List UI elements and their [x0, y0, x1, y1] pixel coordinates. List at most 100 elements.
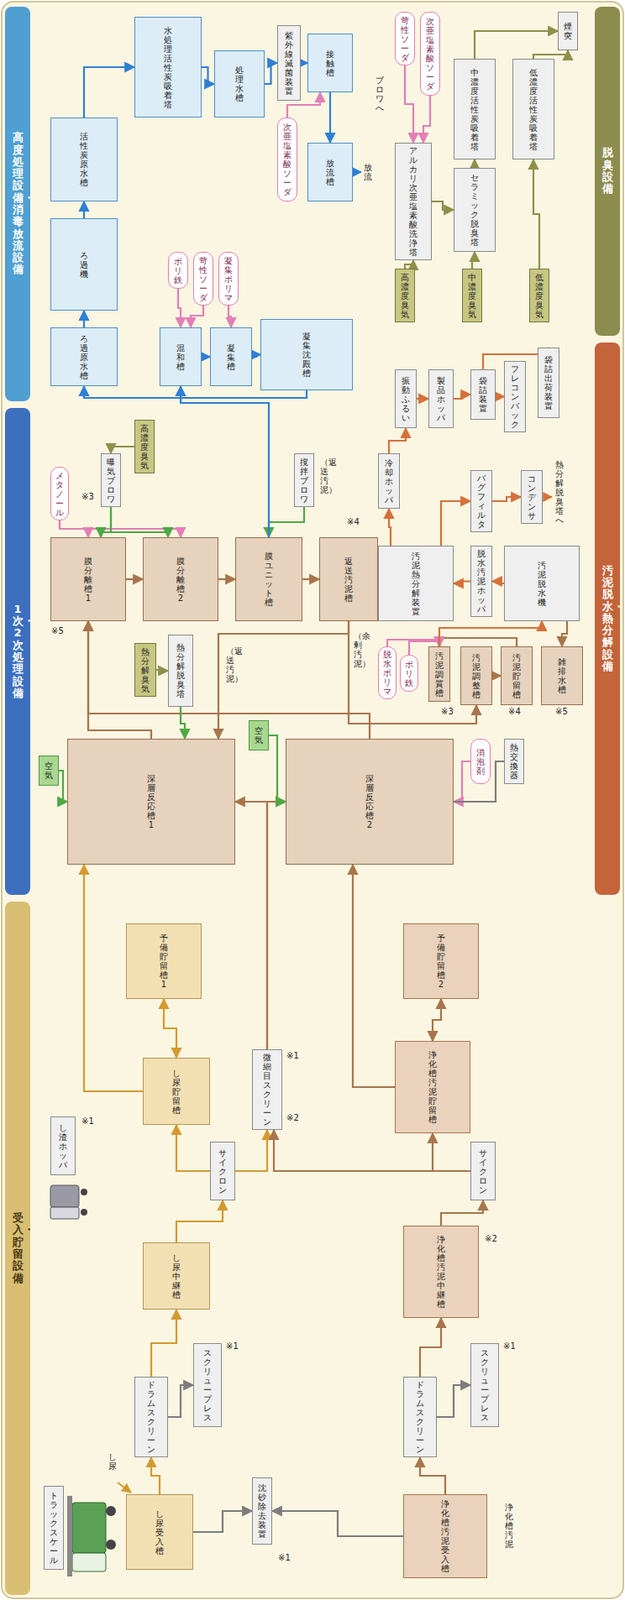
node-label: 膜分離槽2 — [176, 556, 185, 604]
node-label: 曝気ブロワ — [106, 457, 116, 505]
equipment-box: 熱交換器 — [504, 739, 525, 785]
node-label: 中濃度活性炭吸着塔 — [470, 68, 479, 152]
callout-number: ※1 — [277, 1554, 292, 1564]
flow-line — [151, 1458, 160, 1496]
equipment-box: 曝気ブロワ — [100, 453, 121, 508]
flow-line — [190, 305, 204, 328]
flow-line — [252, 355, 261, 358]
flow-line — [110, 446, 135, 454]
tank: し尿受入槽 — [126, 1495, 194, 1571]
flow-line — [533, 159, 540, 269]
tank: 活性炭原水槽 — [50, 117, 118, 202]
flow-line — [492, 582, 505, 585]
equipment-box: し渣ホッパ — [50, 1117, 76, 1177]
tank: 深層反応槽2 — [285, 739, 454, 866]
tank: 凝集沈殿槽 — [260, 319, 353, 391]
node-label: 接触槽 — [325, 49, 335, 78]
callout-number: ※3 — [440, 707, 455, 717]
node-label: 汚泥脱水機 — [537, 561, 547, 608]
flow-note: （余剰汚泥） — [352, 631, 363, 669]
node-label: し渣ホッパ — [58, 1123, 68, 1171]
equipment-box: 中濃度活性炭吸着塔 — [453, 58, 496, 160]
tank: ろ過機 — [50, 218, 118, 311]
node-label: 汚泥調整槽 — [472, 653, 481, 700]
node-label: 製品ホッパ — [436, 376, 446, 423]
node-label: 消泡剤 — [476, 748, 485, 777]
tank: 汚泥調質槽 — [428, 646, 451, 703]
node-label: コンデンサ — [527, 474, 536, 521]
flow-line — [420, 1318, 442, 1378]
flow-line — [439, 638, 517, 647]
node-label: メタノール — [55, 471, 64, 518]
node-label: 高度処理設備・消毒放流設備 — [12, 131, 24, 277]
node-label: 煙突 — [563, 21, 573, 41]
equipment-box: 熱分解脱臭塔 — [168, 635, 194, 708]
equipment-box: 汚泥熱分解装置 — [378, 546, 454, 622]
equipment-box: スクリュープレス — [470, 1344, 499, 1429]
flow-line — [436, 1386, 471, 1419]
node-label: トラックスケール — [49, 1491, 58, 1566]
flow-line — [264, 63, 278, 85]
equipment-box: ドラムスクリーン — [134, 1377, 169, 1459]
node-label: セラミック脱臭塔 — [470, 173, 479, 247]
equipment-box: サイクロン — [470, 1142, 496, 1202]
flow-line — [156, 670, 169, 672]
node-label: 空気 — [44, 761, 53, 781]
tank: 深層反応槽1 — [67, 739, 236, 866]
flow-line — [267, 802, 286, 1051]
tank: ろ過原水槽 — [50, 327, 118, 387]
flow-line — [561, 621, 568, 647]
tank: 予備貯留槽2 — [403, 924, 479, 1000]
chemical-pill: 脱水ポリマ — [378, 646, 397, 700]
flow-line — [193, 1512, 253, 1534]
node-label: 沈砂除去装置 — [257, 1484, 267, 1540]
node-label: 高濃度臭気 — [140, 424, 149, 471]
node-label: 苛性ソーダ — [199, 256, 208, 303]
flow-line — [302, 578, 320, 581]
flow-line — [268, 507, 305, 538]
flow-note: し尿 — [107, 1453, 118, 1472]
equipment-box: 製品ホッパ — [428, 369, 454, 429]
section-band: 1次・2次処理設備 — [5, 408, 31, 896]
chemical-pill: ポリ鉄 — [168, 252, 189, 289]
node-label: 予備貯留槽2 — [436, 934, 446, 990]
node-label: 袋詰装置 — [478, 376, 488, 414]
callout-number: ※5 — [50, 626, 65, 636]
node-label: スクリュープレス — [203, 1349, 212, 1424]
flow-line — [100, 507, 111, 538]
tank: 汚泥調整槽 — [460, 646, 493, 706]
chemical-pill: ポリ鉄 — [399, 655, 419, 693]
air-source: 空気 — [38, 756, 59, 787]
tank: 膜ユニット槽 — [235, 537, 303, 622]
flow-line — [180, 386, 269, 538]
callout-number: ※5 — [554, 707, 569, 717]
node-label: バグフィルタ — [477, 473, 486, 530]
equipment-box: 紫外線滅菌装置 — [277, 25, 301, 101]
flow-line — [235, 1130, 268, 1172]
node-label: サイクロン — [218, 1149, 227, 1196]
section-band: 受入・貯留設備 — [5, 902, 31, 1597]
flow-line — [416, 398, 429, 400]
node-label: 脱水汚泥ホッパ — [477, 549, 486, 615]
node-label: 冷却ホッパ — [384, 458, 394, 505]
flow-line — [178, 288, 181, 328]
tank: 凝集槽 — [210, 327, 253, 387]
equipment-box: コンデンサ — [520, 470, 543, 525]
node-label: 次亜塩素酸ソーダ — [283, 122, 292, 197]
flow-line — [272, 1512, 404, 1538]
flow-line — [176, 1201, 223, 1244]
flow-line — [474, 31, 558, 59]
screenings-truck — [50, 1186, 88, 1220]
node-label: 膜分離槽1 — [84, 556, 93, 604]
tank: 返送汚泥槽 — [319, 537, 379, 622]
tank: し尿貯留槽 — [142, 1058, 211, 1126]
node-label: 汚泥貯留槽 — [512, 653, 521, 700]
node-label: フレコンバック — [510, 364, 520, 430]
equipment-box: スクリュープレス — [193, 1344, 222, 1429]
tank: 放流槽 — [307, 142, 353, 202]
node-label: 活性炭原水槽 — [79, 131, 89, 188]
flow-line — [453, 394, 471, 400]
chemical-pill: 次亜塩素酸ソーダ — [277, 117, 298, 202]
node-label: 浄化槽汚泥中継槽 — [436, 1235, 446, 1310]
flow-line — [300, 62, 308, 64]
